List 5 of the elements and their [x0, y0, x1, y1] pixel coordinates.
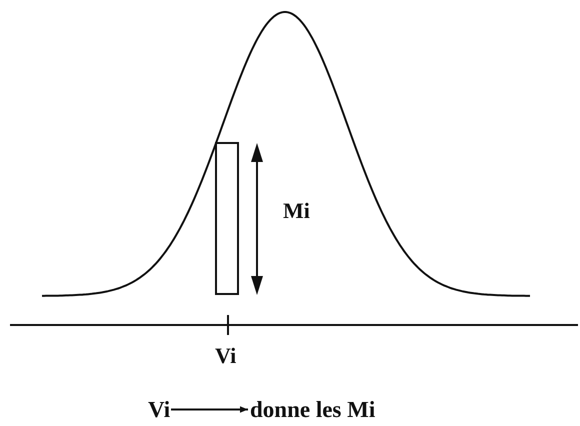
- arrow: [171, 406, 248, 413]
- variable-label: Vi: [215, 345, 236, 367]
- formula-text: donne les Mi: [250, 398, 376, 421]
- formula-text: Vi: [148, 398, 170, 421]
- variable-label: Mi: [283, 200, 310, 222]
